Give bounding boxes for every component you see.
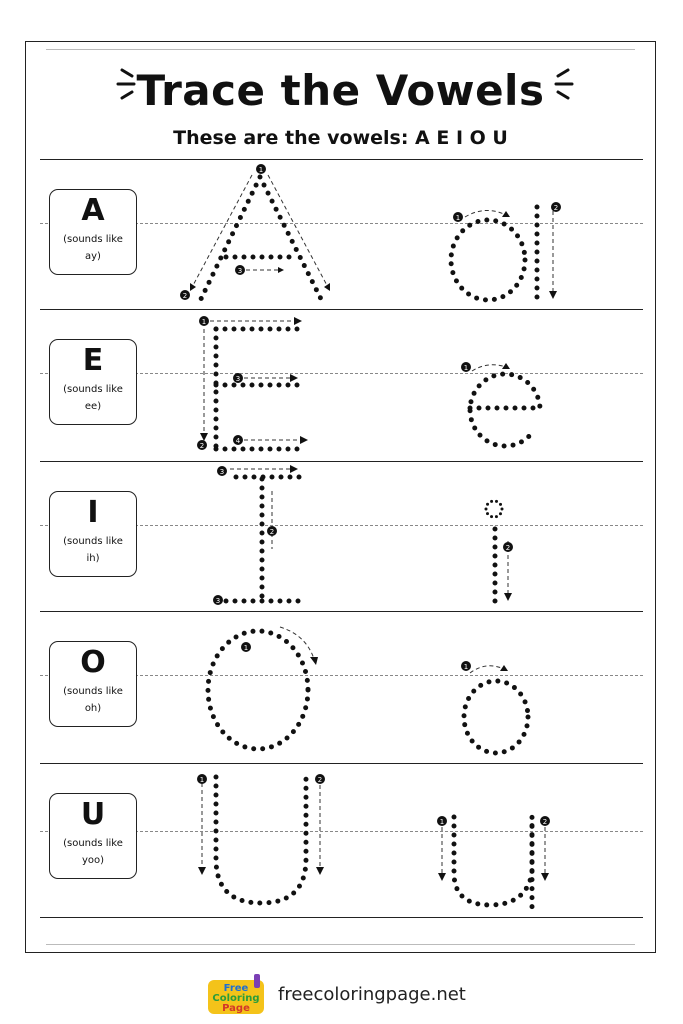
step-number: 3 (216, 597, 220, 605)
trace-letters-e: 1 2 3 4 1 (197, 316, 543, 452)
step-number: 1 (259, 166, 263, 174)
row-bottom-rule (40, 917, 643, 918)
site-logo: Free Coloring Page (208, 974, 264, 1014)
footer: Free Coloring Page freecoloringpage.net (0, 972, 683, 1020)
vowel-letter: E (82, 343, 104, 378)
step-number: 2 (270, 528, 274, 536)
trace-lowercase-a: 1 2 (448, 202, 561, 304)
trace-lowercase-i: 2 (484, 499, 513, 606)
vowel-row-a: A (sounds like ay) 1 2 3 (40, 159, 643, 311)
trace-lowercase-u: 1 2 (437, 814, 550, 910)
vowel-row-u: U (sounds like yoo) 1 2 (40, 763, 643, 918)
midline-guide (40, 223, 643, 224)
bottom-rule (46, 944, 635, 945)
logo-text: Free (224, 983, 249, 994)
step-number: 2 (554, 204, 558, 212)
website-link[interactable]: freecoloringpage.net (278, 984, 466, 1005)
page-subtitle: These are the vowels: A E I O U (173, 127, 508, 149)
vowel-card-i: I (sounds like ih) (49, 491, 137, 577)
vowel-sound-end: oh) (84, 703, 102, 714)
vowel-sound: (sounds like (63, 384, 123, 395)
vowel-sound: (sounds like (63, 536, 123, 547)
vowel-row-e: E (sounds like ee) 1 2 3 (40, 309, 643, 461)
vowel-letter: A (81, 193, 105, 228)
step-number: 1 (464, 364, 468, 372)
midline-guide (40, 525, 643, 526)
logo-text: Coloring (212, 993, 259, 1004)
vowel-sound-end: ih) (86, 553, 100, 564)
row-top-rule (40, 461, 643, 462)
vowel-sound-end: ay) (85, 251, 101, 262)
vowel-letter: I (87, 495, 99, 530)
trace-uppercase-i: 3 2 3 (213, 465, 307, 605)
step-number: 3 (236, 375, 240, 383)
step-number: 4 (236, 437, 241, 445)
step-number: 3 (220, 468, 224, 476)
sparkle-left-icon (116, 68, 136, 100)
top-rule (46, 49, 635, 50)
trace-uppercase-e: 1 2 3 4 (197, 316, 308, 452)
vowel-sound: (sounds like (63, 234, 123, 245)
page-title: Trace the Vowels (136, 66, 545, 115)
vowel-letter: O (80, 645, 106, 680)
vowel-sound: (sounds like (63, 686, 123, 697)
vowel-row-i: I (sounds like ih) 3 2 3 (40, 461, 643, 613)
row-top-rule (40, 159, 643, 160)
row-top-rule (40, 763, 643, 764)
vowel-sound-end: yoo) (81, 855, 105, 866)
vowel-letter: U (80, 797, 106, 832)
trace-letters-o: 1 1 (205, 626, 531, 756)
vowel-card-a: A (sounds like ay) (49, 189, 137, 275)
trace-lowercase-e: 1 (461, 362, 543, 449)
trace-uppercase-o: 1 (205, 626, 318, 752)
step-number: 2 (200, 442, 204, 450)
vowel-card-e: E (sounds like ee) (49, 339, 137, 425)
step-number: 1 (200, 776, 204, 784)
step-number: 1 (244, 644, 248, 652)
step-number: 1 (464, 663, 468, 671)
step-number: 2 (543, 818, 547, 826)
midline-guide (40, 373, 643, 374)
step-number: 1 (202, 318, 206, 326)
midline-guide (40, 831, 643, 832)
vowel-card-o: O (sounds like oh) (49, 641, 137, 727)
vowel-sound: (sounds like (63, 838, 123, 849)
vowel-row-o: O (sounds like oh) 1 1 (40, 611, 643, 763)
step-number: 1 (440, 818, 444, 826)
vowel-card-u: U (sounds like yoo) (49, 793, 137, 879)
trace-letters-u: 1 2 1 2 (197, 774, 550, 910)
step-number: 1 (456, 214, 460, 222)
vowel-sound-end: ee) (84, 401, 102, 412)
trace-lowercase-o: 1 (461, 661, 531, 756)
trace-letters-i: 3 2 3 2 (213, 465, 513, 606)
row-top-rule (40, 611, 643, 612)
row-top-rule (40, 309, 643, 310)
trace-uppercase-a: 1 2 3 (180, 164, 331, 304)
step-number: 2 (318, 776, 322, 784)
step-number: 2 (183, 292, 187, 300)
trace-letters-a: 1 2 3 1 2 (180, 164, 561, 304)
step-number: 3 (238, 267, 242, 275)
worksheet-sheet: Trace the Vowels These are the vowels: A… (25, 41, 656, 953)
step-number: 2 (506, 544, 510, 552)
logo-text: Page (222, 1003, 250, 1014)
sparkle-right-icon (554, 68, 574, 100)
trace-uppercase-u: 1 2 (197, 774, 325, 906)
midline-guide (40, 675, 643, 676)
